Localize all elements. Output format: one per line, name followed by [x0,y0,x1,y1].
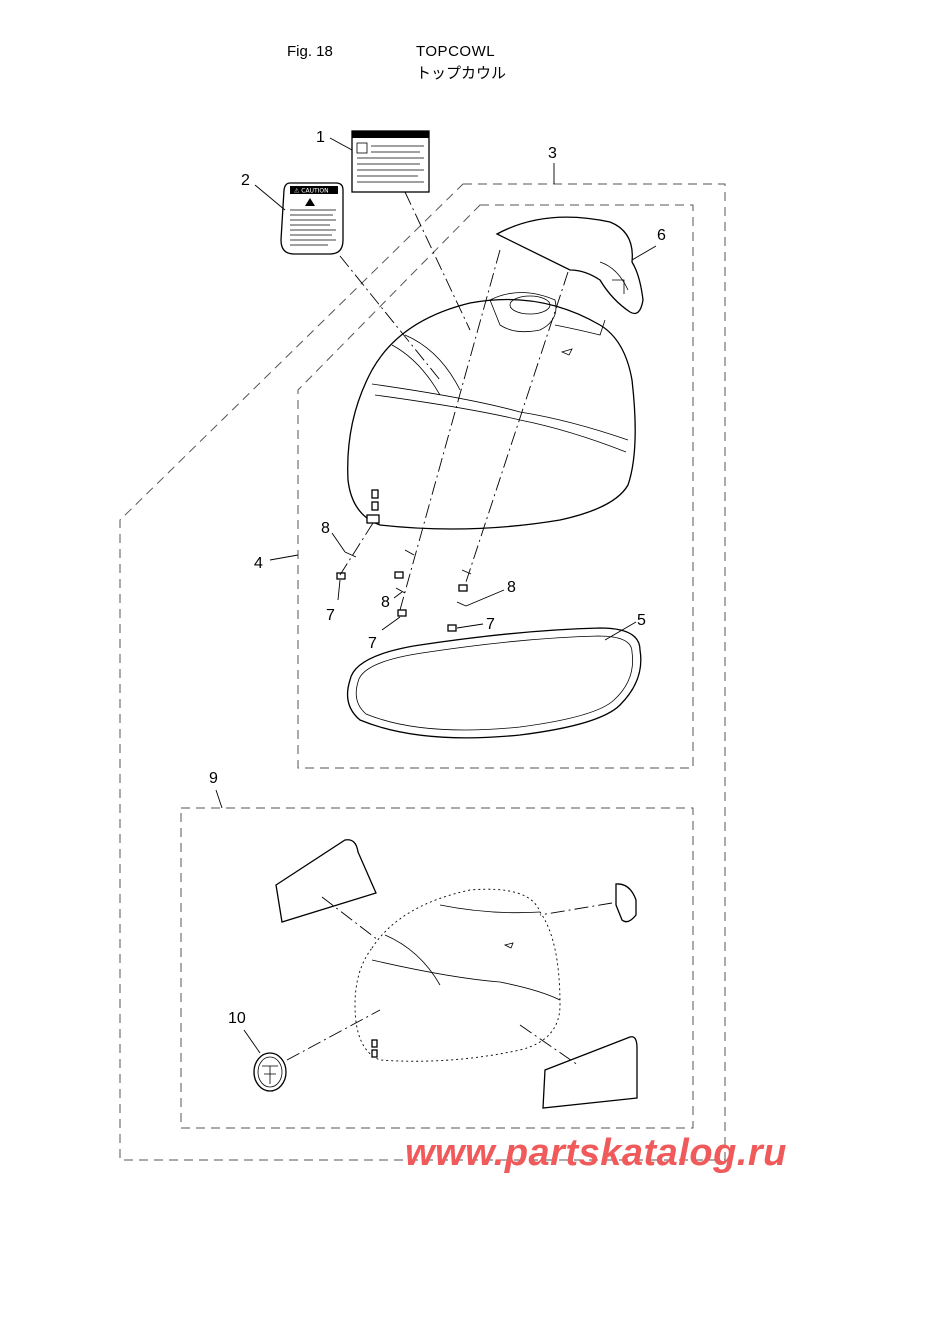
callout-8c: 8 [507,579,516,596]
rear-cover-part-6 [495,216,644,315]
callout-leader-6 [631,245,657,261]
caution-label-part-2: ⚠ CAUTION [280,182,344,255]
callout-7b: 7 [368,635,377,652]
decal-set-part-9 [253,839,638,1109]
assembly-boundary-4 [297,204,694,769]
callout-leader-10 [243,1029,261,1054]
caution-label-title: ⚠ CAUTION [294,188,329,195]
callout-8b: 8 [381,594,390,611]
callout-5: 5 [637,612,646,629]
callout-leader-5 [604,621,637,641]
fastener-group [336,549,472,632]
page-title-japanese: トップカウル [416,64,507,82]
leader-label1-to-cowl [404,191,471,331]
callout-9: 9 [209,770,218,787]
callout-leader-4 [269,554,299,561]
callout-6: 6 [657,227,666,244]
callout-2: 2 [241,172,250,189]
pin-8e [456,601,467,607]
callout-7c: 7 [486,616,495,633]
grommet-7e [447,624,457,632]
top-cowling-body [347,292,636,530]
leader-decal-right [519,1024,579,1066]
side-decal-right [542,1036,638,1109]
site-watermark: www.partskatalog.ru [405,1132,787,1174]
callout-leader-8b [393,591,403,599]
callout-10: 10 [228,1010,246,1027]
warning-label-part-1 [351,130,430,193]
cowl-outline-ghost [354,888,561,1062]
page-title: TOPCOWL [416,43,496,60]
pin-8c [461,569,472,575]
leader-decal-rear [539,902,613,916]
assembly-boundary-9 [180,807,694,1129]
leader-label2-to-cowl [339,255,441,381]
callout-leader-8a [331,532,346,553]
assembly-boundary-3 [119,183,726,1161]
callout-leader-7c [456,623,484,629]
leader-cover-pin-right [464,271,569,586]
callout-leader-1 [329,137,353,151]
leader-decal-left [321,896,379,941]
callout-leader-8c [465,589,505,607]
callout-3: 3 [548,145,557,162]
pin-8a [344,551,357,558]
grommet-7b [394,571,404,579]
rear-decal [615,883,637,923]
callout-leader-7a [337,579,341,601]
seal-part-5 [346,627,642,739]
figure-number: Fig. 18 [287,43,333,60]
callout-leader-7b [381,616,401,631]
callout-4: 4 [254,555,263,572]
emblem-part-10 [253,1052,287,1092]
leader-emblem [286,1009,381,1061]
callout-1: 1 [316,129,325,146]
side-decal-left [275,839,377,923]
callout-8a: 8 [321,520,330,537]
callout-7a: 7 [326,607,335,624]
leader-cover-pin-left [399,249,501,611]
callout-leader-2 [254,184,286,211]
pin-8b [404,549,415,556]
pin-8d [395,587,406,594]
grommet-7d [397,609,407,617]
grommet-7c [458,584,468,592]
callout-leader-9 [215,789,223,809]
leader-front-pin [339,522,374,576]
